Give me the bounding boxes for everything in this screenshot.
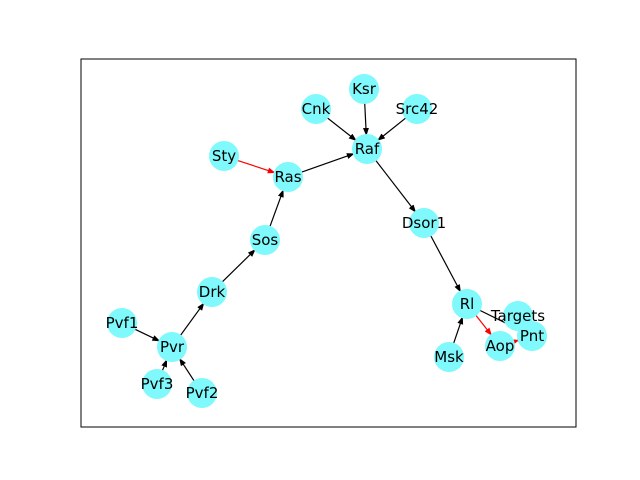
node-ksr[interactable]: Ksr: [349, 74, 379, 104]
node-circle: [485, 331, 515, 361]
node-circle: [273, 162, 303, 192]
edge-ras-raf: [292, 153, 355, 177]
node-circle: [187, 378, 217, 408]
node-pvr[interactable]: Pvr: [157, 332, 187, 362]
node-label: Targets: [490, 307, 545, 325]
node-circle: [434, 342, 464, 372]
node-circle: [452, 289, 482, 319]
node-circle: [301, 94, 331, 124]
node-label: Sty: [212, 147, 236, 165]
node-circle: [157, 332, 187, 362]
node-circle: [349, 74, 379, 104]
node-circle: [209, 141, 239, 171]
node-sos[interactable]: Sos: [250, 225, 280, 255]
node-sty[interactable]: Sty: [209, 141, 239, 171]
node-label: Pnt: [520, 327, 544, 345]
node-circle: [517, 321, 547, 351]
node-aop[interactable]: Aop: [485, 331, 515, 361]
node-label: Msk: [434, 348, 464, 366]
edge-raf-dsor1: [369, 152, 417, 213]
node-label: Pvf3: [141, 375, 174, 393]
node-label: Sos: [252, 231, 279, 249]
node-label: Drk: [199, 283, 226, 301]
node-circle: [142, 369, 172, 399]
node-label: Ras: [274, 168, 301, 186]
node-src42[interactable]: Src42: [396, 94, 439, 124]
node-raf[interactable]: Raf: [352, 134, 382, 164]
node-label: Aop: [486, 337, 515, 355]
node-label: Raf: [355, 140, 380, 158]
node-circle: [409, 208, 439, 238]
node-pvf3[interactable]: Pvf3: [141, 369, 174, 399]
node-label: Pvf1: [106, 314, 139, 332]
node-drk[interactable]: Drk: [197, 277, 227, 307]
node-rl[interactable]: Rl: [452, 289, 482, 319]
node-cnk[interactable]: Cnk: [301, 94, 331, 124]
node-ras[interactable]: Ras: [273, 162, 303, 192]
node-label: Dsor1: [402, 214, 446, 232]
node-dsor1[interactable]: Dsor1: [402, 208, 446, 238]
node-pnt[interactable]: Pnt: [517, 321, 547, 351]
node-circle: [352, 134, 382, 164]
node-circle: [250, 225, 280, 255]
edge-dsor1-rl: [425, 226, 461, 293]
node-label: Rl: [460, 295, 475, 313]
node-pvf2[interactable]: Pvf2: [186, 378, 219, 408]
node-label: Src42: [396, 100, 439, 118]
node-circle: [402, 94, 432, 124]
node-circle: [197, 277, 227, 307]
node-label: Cnk: [302, 100, 331, 118]
node-label: Pvf2: [186, 384, 219, 402]
node-circle: [107, 308, 137, 338]
node-pvf1[interactable]: Pvf1: [106, 308, 139, 338]
node-msk[interactable]: Msk: [434, 342, 464, 372]
node-label: Pvr: [160, 338, 185, 356]
node-label: Ksr: [352, 80, 377, 98]
